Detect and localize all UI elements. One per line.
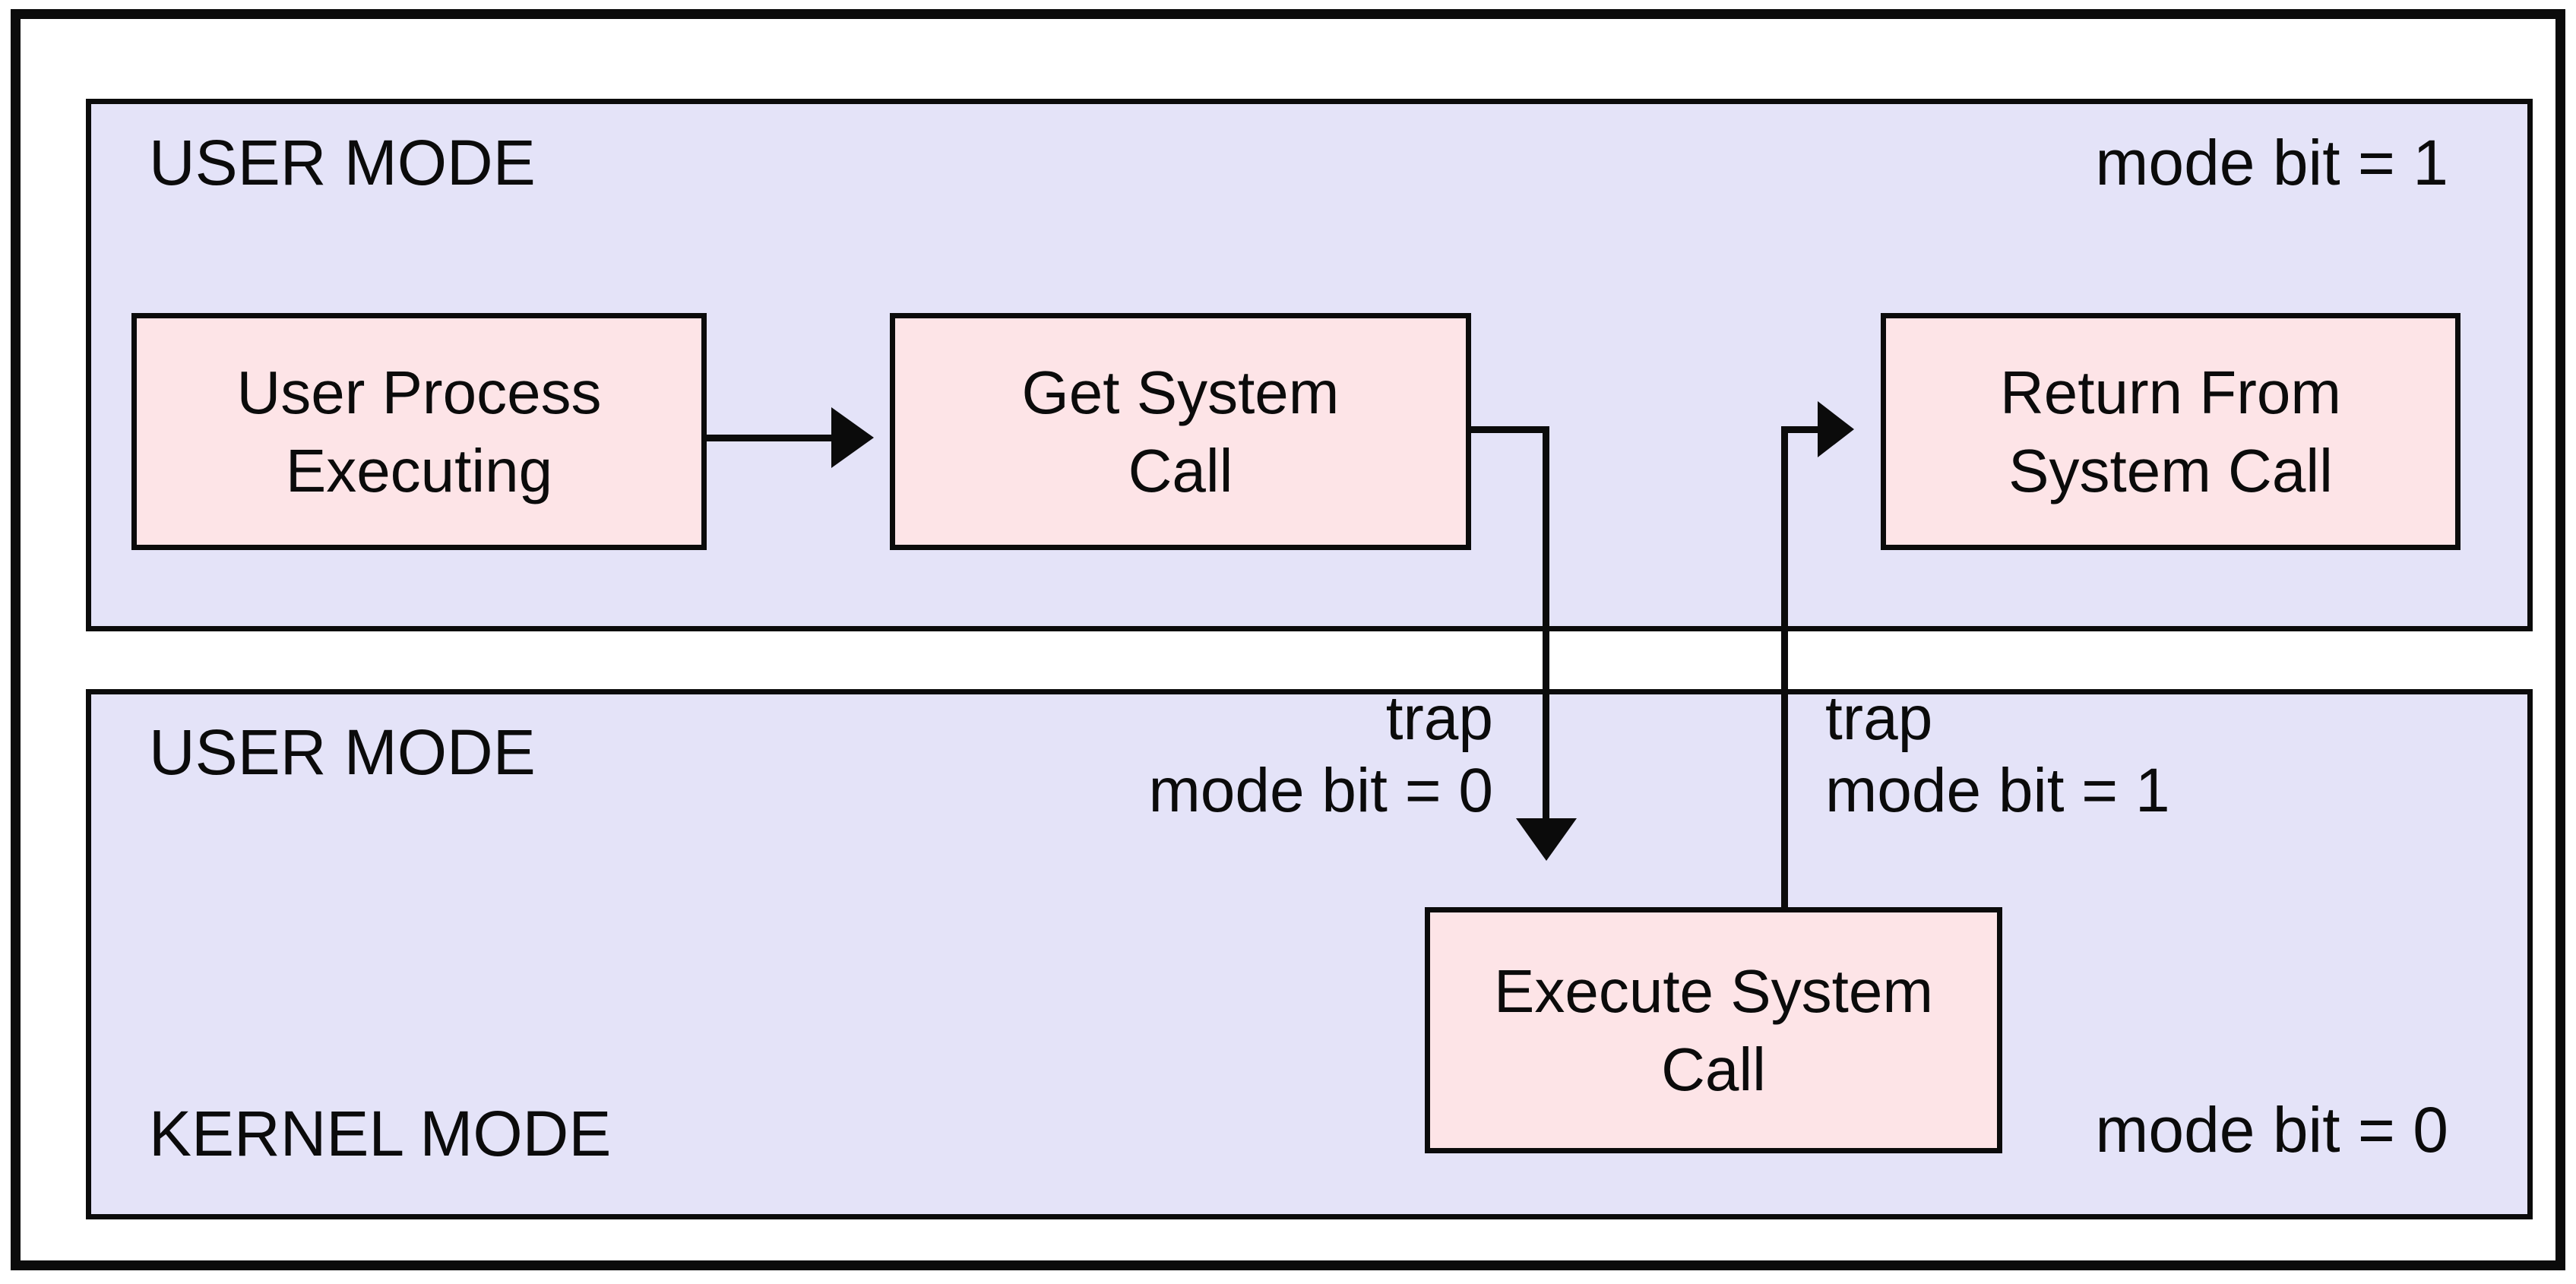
node-return-from-system-call: Return From System Call (1881, 313, 2460, 550)
trap-to-kernel-label: trap mode bit = 0 (1148, 684, 1493, 825)
mode-bit-label-top: mode bit = 1 (2095, 127, 2448, 198)
arrow-user-to-get-shaft (707, 435, 833, 441)
user-mode-label-top: USER MODE (149, 127, 536, 198)
node-execute-system-call-label: Execute System Call (1493, 957, 1933, 1103)
user-mode-label-bottom: USER MODE (149, 716, 536, 788)
arrow-user-to-get-head-icon (831, 407, 874, 468)
node-get-system-call-label: Get System Call (1021, 359, 1340, 504)
kernel-mode-label: KERNEL MODE (149, 1098, 612, 1169)
kernel-mode-region (86, 689, 2533, 1219)
node-return-from-system-call-label: Return From System Call (2000, 359, 2341, 504)
arrow-get-to-execute-head-icon (1516, 818, 1577, 861)
arrow-get-to-execute-vshaft (1543, 426, 1549, 818)
trap-to-user-label: trap mode bit = 1 (1825, 684, 2170, 825)
arrow-get-to-execute-hshaft (1471, 426, 1549, 433)
arrow-execute-to-return-hshaft (1781, 426, 1818, 433)
node-user-process: User Process Executing (131, 313, 707, 550)
arrow-execute-to-return-head-icon (1818, 401, 1854, 457)
outer-frame (11, 9, 2565, 1270)
node-user-process-label: User Process Executing (236, 359, 602, 504)
node-execute-system-call: Execute System Call (1425, 907, 2002, 1153)
arrow-execute-to-return-vshaft (1781, 426, 1788, 907)
node-get-system-call: Get System Call (890, 313, 1471, 550)
mode-bit-label-bottom: mode bit = 0 (2095, 1094, 2448, 1165)
